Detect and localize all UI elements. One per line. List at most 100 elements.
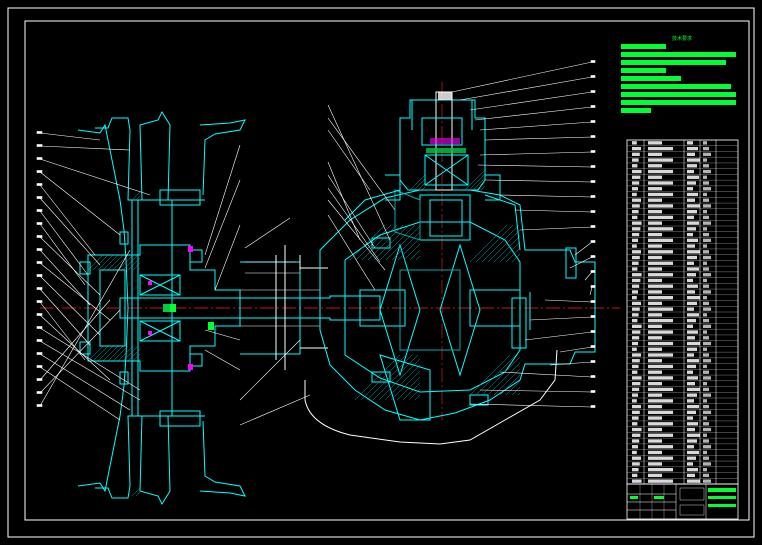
parts-row-cell [703,376,711,380]
hatch-line [127,257,141,271]
parts-row-cell [687,296,700,300]
leader-line [484,136,593,141]
parts-row-cell [703,313,707,317]
leader-line [529,316,593,321]
title-block [626,483,739,520]
hatch-line [132,262,141,271]
hatch-line [391,231,421,261]
parts-row-cell [632,250,641,254]
parts-row-cell [648,313,662,317]
leader-label-tick [36,326,43,329]
leader-line [39,249,91,306]
leader-label-tick [590,390,596,393]
parts-row-cell [703,359,711,363]
leader-label-tick [36,378,43,381]
parts-row-cell [648,158,673,162]
leader-label-tick [590,285,596,288]
hatch-line [117,254,134,271]
hatch-line [517,392,521,396]
parts-row-cell [648,181,673,185]
parts-row-cell [687,158,700,162]
leader-label-tick [36,404,43,407]
parts-row-cell [687,468,698,472]
parts-row-cell [648,296,673,300]
leader-lines-mid [204,104,396,426]
leader-label-tick [36,352,43,355]
parts-row-cell [632,181,640,185]
hub-accents [148,246,214,370]
hatch-line [92,345,109,362]
leader-label-tick [36,196,43,199]
leader-label-tick [590,225,596,228]
hatch-line [472,177,486,191]
hatch-line [511,253,521,263]
leader-line [479,121,593,131]
parts-row-cell [703,364,707,369]
parts-row-cell [703,399,707,403]
parts-row-cell [632,296,637,300]
parts-row-cell [632,278,641,283]
leader-line [499,194,593,198]
parts-row-cell [703,422,709,426]
parts-row-cell [632,210,639,214]
parts-row-cell [648,244,662,248]
parts-row-cell [632,261,639,265]
parts-row-cell [703,370,709,374]
parts-row-cell [687,324,693,328]
parts-row-cell [703,330,707,334]
leader-line [479,151,593,156]
parts-row-cell [648,364,673,369]
parts-row-cell [687,330,698,334]
leader-lines-right [451,60,596,408]
leader-line [451,61,593,93]
parts-row-cell [687,307,694,311]
leader-line [549,361,593,366]
requirement-line [621,76,681,81]
leader-line [39,171,121,236]
parts-row-cell [632,324,642,328]
parts-row-cell [648,382,662,386]
parts-row-cell [687,382,695,386]
leader-label-tick [36,391,43,394]
outer-frame [7,7,755,538]
differential-assembly [319,189,596,421]
hatch-line [505,380,521,396]
leader-line [39,249,131,407]
wheel-hatching [87,191,141,497]
parts-row-cell [632,416,639,420]
parts-row-cell [648,479,673,483]
parts-row-cell [632,152,640,156]
parts-row-cell [632,427,642,432]
parts-row-cell [687,473,695,478]
parts-row-cell [648,336,662,340]
parts-row-cell [648,376,673,380]
parts-row-cell [687,353,694,357]
parts-row-cell [632,227,641,231]
hatch-line [469,224,508,263]
parts-row-cell [703,158,707,162]
parts-row-cell [648,192,673,197]
parts-row-cell [703,296,707,300]
parts-row-cell [648,330,673,334]
parts-row-cell [648,210,662,214]
parts-row-cell [648,324,662,328]
parts-row-cell [632,255,640,260]
parts-row-cell [687,169,694,174]
parts-row-cell [632,267,638,271]
parts-row-cell [687,313,699,317]
leader-line [39,327,141,391]
leader-label-tick [590,300,596,303]
hatch-line [361,224,398,261]
leader-label-tick [590,180,596,183]
parts-row-cell [703,468,707,472]
parts-row-cell [703,307,711,311]
parts-row-cell [687,359,699,363]
parts-row-cell [632,341,638,346]
parts-row-cell [703,290,711,294]
parts-row-cell [687,192,698,197]
parts-row-cell [632,290,638,294]
parts-row-cell [703,215,709,220]
parts-row-cell [632,462,640,466]
leader-line [544,299,593,303]
leader-line [39,366,121,421]
